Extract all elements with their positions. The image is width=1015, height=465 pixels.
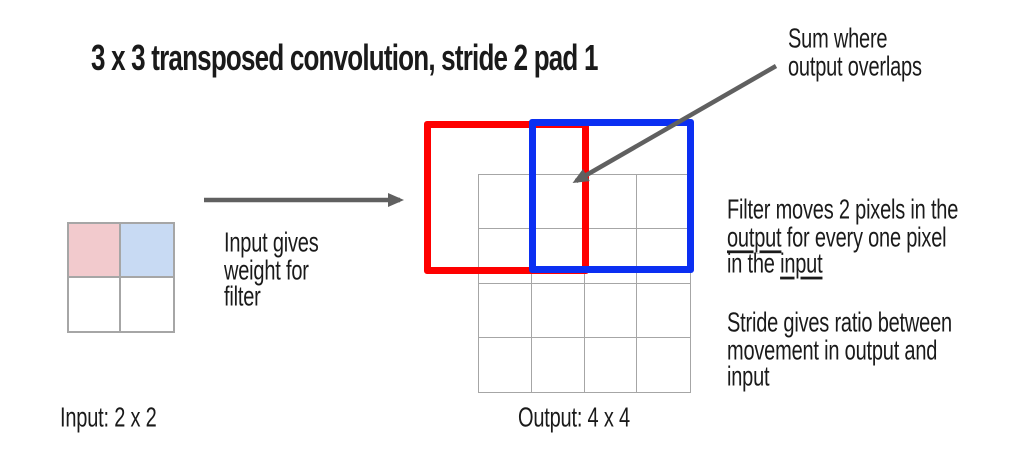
grid-cell bbox=[121, 224, 173, 278]
input-weight-note: Input gives weight for filter bbox=[224, 228, 319, 313]
grid-cell bbox=[69, 277, 121, 331]
grid-cell bbox=[584, 175, 638, 230]
sum-overlap-note: Sum where output overlaps bbox=[788, 24, 922, 82]
grid-cell bbox=[531, 283, 585, 338]
grid-cell bbox=[585, 337, 638, 392]
sum-overlap-note-line: Sum where bbox=[788, 24, 888, 55]
filter-movement-note-line: output for every one pixel bbox=[727, 222, 947, 253]
grid-cell bbox=[479, 283, 532, 338]
output-size-label: Output: 4 x 4 bbox=[518, 403, 630, 434]
input-weight-note-line: weight for bbox=[224, 255, 309, 286]
grid-cell bbox=[637, 229, 690, 284]
red-filter-box bbox=[424, 121, 589, 274]
filter-movement-note-line: Filter moves 2 pixels in the bbox=[727, 195, 959, 226]
grid-cell bbox=[479, 337, 532, 392]
filter-movement-note: Filter moves 2 pixels in the output for … bbox=[727, 195, 959, 280]
grid-cell bbox=[532, 337, 585, 392]
input-weight-note-line: filter bbox=[224, 282, 261, 313]
stride-ratio-note-line: input bbox=[727, 362, 770, 393]
grid-cell bbox=[69, 224, 121, 278]
stride-ratio-note: Stride gives ratio between movement in o… bbox=[727, 308, 952, 393]
input-weight-note-line: Input gives bbox=[224, 228, 319, 259]
grid-cell bbox=[584, 229, 638, 284]
input-grid bbox=[67, 222, 175, 333]
blue-filter-box bbox=[529, 119, 694, 273]
grid-cell bbox=[637, 175, 690, 230]
stride-ratio-note-line: movement in output and bbox=[727, 335, 938, 366]
underlined-input-word: input bbox=[780, 249, 823, 280]
slide-title: 3 x 3 transposed convolution, stride 2 p… bbox=[91, 36, 598, 79]
underlined-output-word: output bbox=[727, 222, 782, 253]
grid-cell bbox=[637, 338, 690, 392]
filter-movement-note-line: in the input bbox=[727, 249, 823, 280]
input-size-label: Input: 2 x 2 bbox=[60, 403, 157, 434]
grid-cell bbox=[584, 283, 638, 338]
grid-cell bbox=[121, 277, 173, 331]
stride-ratio-note-line: Stride gives ratio between bbox=[727, 308, 952, 339]
grid-cell bbox=[637, 284, 690, 338]
sum-overlap-note-line: output overlaps bbox=[788, 51, 922, 82]
